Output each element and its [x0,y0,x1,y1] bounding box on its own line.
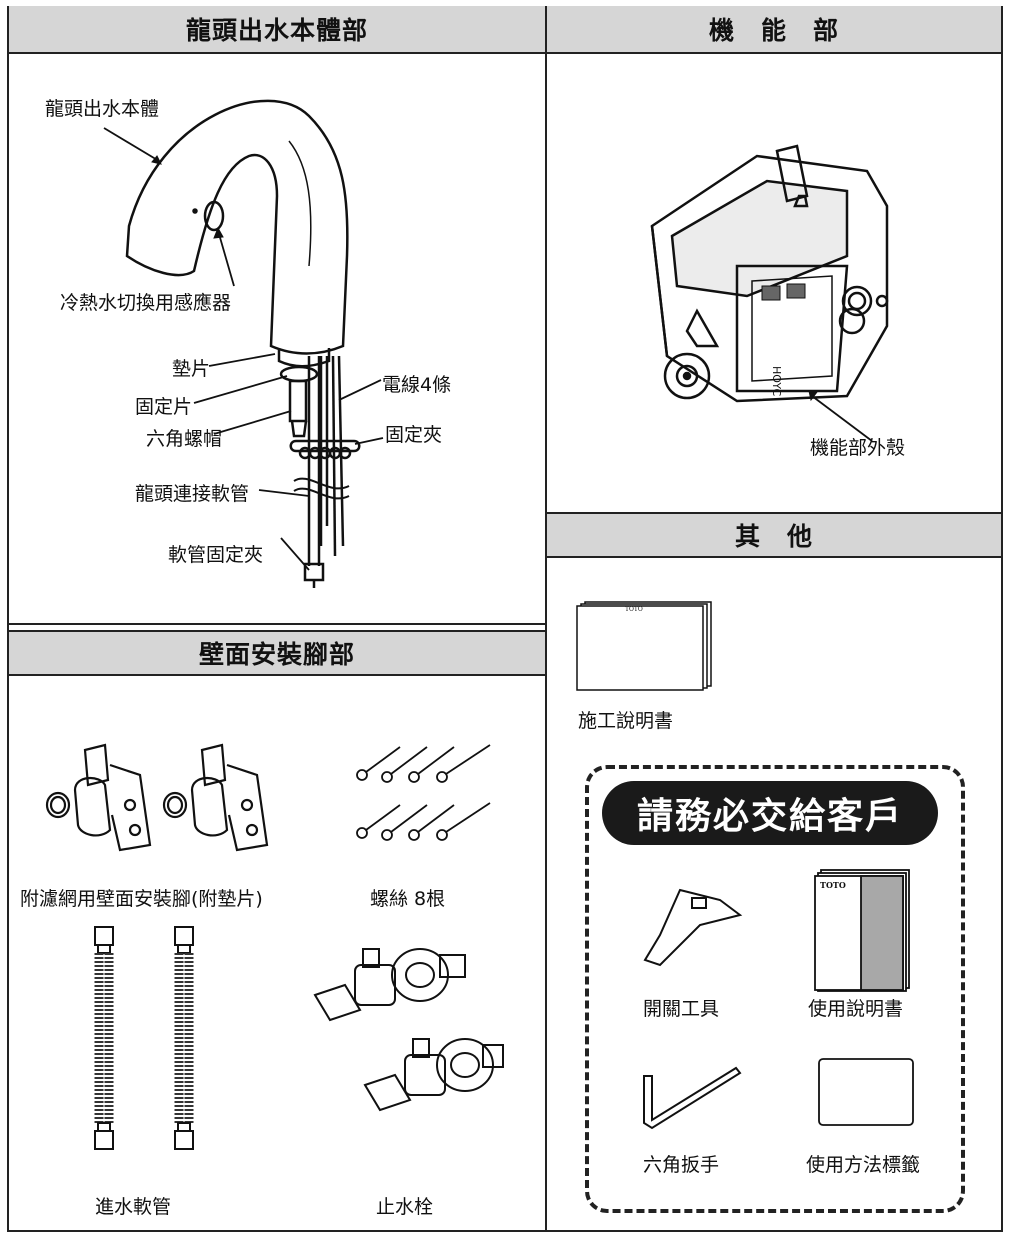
function-unit-illustration: HOYC [650,144,889,442]
label-install-manual: 施工說明書 [578,710,674,732]
user-manual-illustration [814,869,910,992]
section-header-others: 其 他 [547,512,1001,558]
user-manual-logo: TOTO [820,880,846,890]
label-sensor: 冷熱水切換用感應器 [60,292,232,314]
notice-banner: 請務必交給客戶 [602,781,938,845]
label-fixing-plate: 固定片 [135,396,193,418]
faucet-illustration [103,99,384,588]
label-usage-label: 使用方法標籤 [806,1154,921,1176]
label-switch-tool: 開關工具 [643,998,720,1020]
stop-valves-illustration [313,948,504,1112]
column-divider [545,6,547,1232]
svg-text:HOYC: HOYC [770,366,783,396]
switch-tool-illustration [643,888,743,967]
label-inlet-hose: 進水軟管 [95,1196,172,1218]
section-header-faucet-body: 龍頭出水本體部 [9,6,545,54]
inlet-hoses-illustration [94,926,194,1150]
label-user-manual: 使用說明書 [808,998,904,1020]
label-hex-wrench: 六角扳手 [643,1154,720,1176]
label-hex-nut: 六角螺帽 [146,428,223,450]
section-header-wall-mount: 壁面安裝腳部 [9,630,545,676]
label-clamp: 固定夾 [385,424,443,446]
wall-bracket-illustration [45,743,269,852]
screws-illustration [356,744,491,841]
label-gasket: 墊片 [172,358,211,380]
label-hose-clamp: 軟管固定夾 [168,544,264,566]
label-bracket: 附濾網用壁面安裝腳(附墊片) [20,888,263,910]
hex-wrench-illustration [643,1066,742,1130]
install-manual-logo: TOTO [625,606,643,613]
label-wire: 電線4條 [382,374,452,396]
customer-items-box [585,765,965,1213]
usage-label-illustration [818,1058,914,1126]
label-hose: 龍頭連接軟管 [135,483,250,505]
install-manual-illustration [576,601,712,691]
label-screws: 螺絲 8根 [370,888,446,910]
label-stop-valve: 止水栓 [376,1196,434,1218]
left-section-divider [7,623,546,625]
label-spout: 龍頭出水本體 [45,98,160,120]
section-header-function-unit: 機 能 部 [547,6,1001,54]
label-housing: 機能部外殼 [810,437,906,459]
